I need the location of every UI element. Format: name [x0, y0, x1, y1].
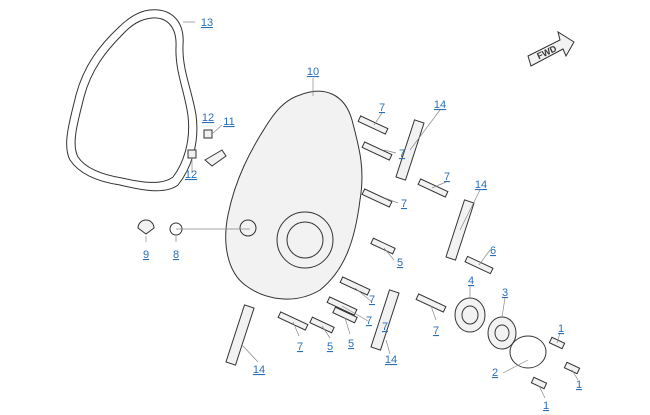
side-cover [225, 90, 363, 300]
cover-boss [239, 219, 257, 237]
callout-9: 9 [143, 249, 149, 261]
callout-3: 3 [502, 287, 508, 299]
callout-11: 11 [223, 116, 234, 128]
callout-7a: 7 [379, 102, 385, 114]
bracket [204, 149, 227, 167]
callout-14b: 14 [475, 179, 487, 191]
clip-c [225, 304, 255, 366]
gasket-inner [74, 17, 190, 183]
callout-12b: 12 [185, 169, 197, 181]
bolt-5c [332, 306, 358, 324]
bolt-e [339, 276, 371, 296]
cover-bore [276, 211, 334, 269]
callout-1b: 1 [576, 379, 582, 391]
callout-5c: 5 [348, 338, 354, 350]
clip-d [370, 289, 400, 351]
callout-12a: 12 [202, 112, 214, 124]
callout-1a: 1 [558, 323, 564, 335]
callout-4: 4 [468, 275, 474, 287]
bolt-h [415, 293, 447, 313]
bearing-outer [454, 297, 486, 333]
callout-5a: 5 [397, 257, 403, 269]
callout-7i: 7 [297, 341, 303, 353]
seal-inner [494, 324, 510, 342]
bolt-5b [309, 316, 335, 334]
callout-8: 8 [173, 249, 179, 261]
fwd-arrow-icon [527, 30, 575, 67]
leader-lines [145, 21, 579, 399]
callout-7b: 7 [399, 148, 405, 160]
callout-14c: 14 [253, 364, 265, 376]
plug [137, 219, 155, 235]
callout-1c: 1 [543, 400, 549, 412]
callout-7e: 7 [369, 294, 375, 306]
cap [509, 335, 547, 369]
callout-7f: 7 [366, 315, 372, 327]
cover-bore-inner [286, 221, 324, 259]
bolt-a [357, 115, 389, 135]
callout-13: 13 [201, 17, 213, 29]
callout-6: 6 [490, 245, 496, 257]
bolt-5a [370, 237, 396, 255]
callout-10: 10 [307, 66, 319, 78]
callout-7h: 7 [382, 321, 388, 333]
small-bolt-a [203, 129, 213, 139]
gasket [66, 9, 198, 192]
callout-2: 2 [492, 367, 498, 379]
bolt-d [361, 188, 393, 208]
bolt-c [417, 178, 449, 198]
callout-14d: 14 [385, 354, 397, 366]
bolt-g [277, 311, 309, 331]
screw-c [530, 376, 548, 390]
callout-5b: 5 [327, 341, 333, 353]
small-bolt-b [187, 149, 197, 159]
bearing-inner [461, 305, 479, 325]
callout-14a: 14 [434, 99, 446, 111]
callout-7d: 7 [401, 198, 407, 210]
bolt-b [361, 141, 393, 161]
callout-7g: 7 [433, 325, 439, 337]
callout-7c: 7 [444, 171, 450, 183]
screw-b [563, 361, 581, 375]
